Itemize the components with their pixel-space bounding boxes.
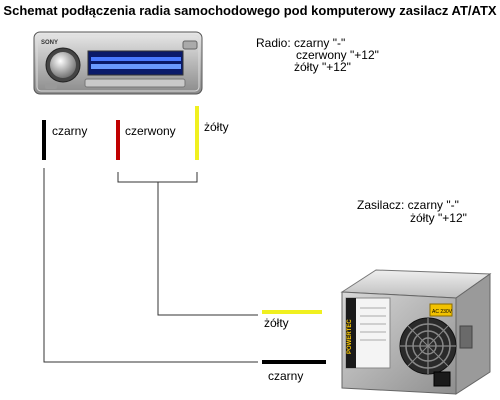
radio-legend-yellow: żółty "+12" (294, 60, 351, 74)
ground-connector (43, 168, 258, 363)
psu-legend-black: Zasilacz: czarny "-" (357, 198, 459, 212)
diagram-title: Schemat podłączenia radia samochodowego … (3, 3, 497, 18)
label-psu-yellow: żółty (264, 316, 289, 330)
car-radio-image: SONY (33, 31, 203, 95)
radio-legend-black: Radio: czarny "-" (256, 36, 346, 50)
label-psu-black: czarny (268, 369, 304, 383)
label-radio-red: czerwony (125, 124, 176, 138)
red-yellow-join (117, 172, 198, 183)
radio-legend-red: czerwony "+12" (296, 48, 379, 62)
label-radio-black: czarny (52, 124, 88, 138)
radio-brand-label: SONY (41, 40, 58, 46)
label-radio-yellow: żółty (204, 120, 229, 134)
psu-sticker-label: AC 230V (432, 309, 453, 315)
plus12-connector (157, 182, 258, 316)
psu-brand-label: POWERTEC (347, 319, 353, 354)
psu-legend-yellow: żółty "+12" (410, 211, 467, 225)
power-supply-image: POWERTEC AC 230V (340, 269, 492, 395)
